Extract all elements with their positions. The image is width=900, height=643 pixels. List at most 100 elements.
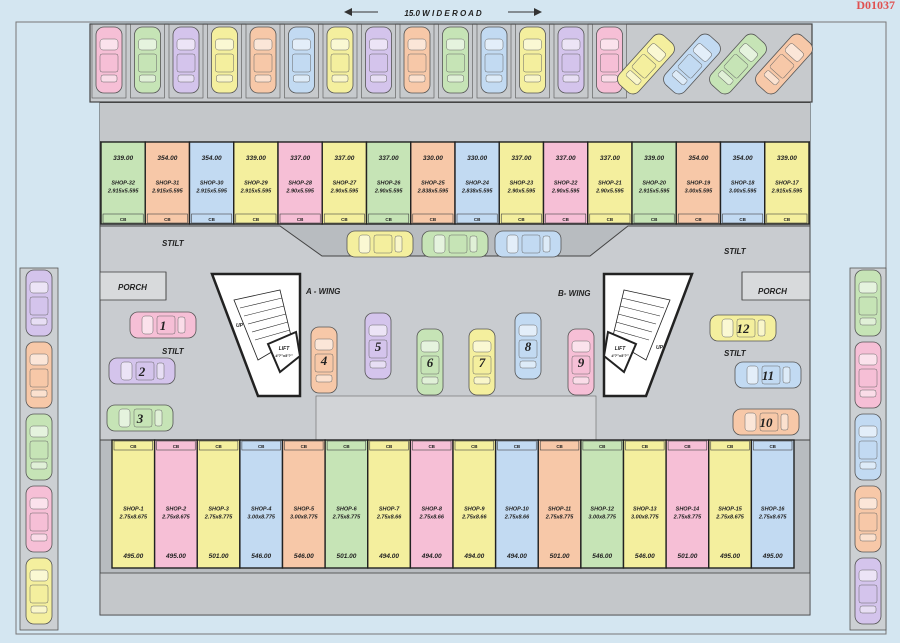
shop-dimensions: 2.75x8.675 xyxy=(161,514,190,520)
shop-cb-box xyxy=(456,213,498,224)
shop-cb-box xyxy=(412,440,452,451)
stilt-label-top-left: STILT xyxy=(162,239,185,248)
stilt-car-10-number: 10 xyxy=(760,415,774,430)
top-bay-slot xyxy=(553,23,589,99)
shop-block xyxy=(537,439,582,569)
top-parking-cars xyxy=(91,23,817,99)
top-bay-slot xyxy=(438,23,473,99)
porch-label-left: PORCH xyxy=(118,283,147,292)
b-wing-lift-size: 4'?"x5'?" xyxy=(610,353,628,358)
stilt-car-2-number: 2 xyxy=(138,364,146,379)
shop-area: 495.00 xyxy=(122,553,143,560)
top-bay-slot xyxy=(592,23,627,99)
shop-area: 354.00 xyxy=(202,155,222,162)
shop-dimensions: 2.90x5.595 xyxy=(595,189,624,195)
shop-area: 546.00 xyxy=(294,553,314,560)
shop-name: SHOP-5 xyxy=(294,506,315,512)
shop-dimensions: 2.75x8.66 xyxy=(418,514,444,520)
shop-name: SHOP-17 xyxy=(775,181,799,187)
right-side-car xyxy=(854,413,882,481)
shop-block xyxy=(454,141,500,225)
shop-name: SHOP-24 xyxy=(465,181,489,187)
shop-name: SHOP-28 xyxy=(288,181,312,187)
shop-name: SHOP-18 xyxy=(731,181,755,187)
left-side-car xyxy=(25,413,53,481)
shop-name: SHOP-16 xyxy=(761,506,785,512)
shop-area: 339.00 xyxy=(644,155,664,162)
stilt-car-5-number: 5 xyxy=(375,339,382,354)
stilt-car-4-number: 4 xyxy=(320,353,328,368)
shop-name: SHOP-7 xyxy=(379,506,400,512)
shop-cb-box xyxy=(198,440,239,451)
rear-drive xyxy=(99,572,811,616)
shop-cb-label: CB xyxy=(607,217,614,222)
shop-cb-label: CB xyxy=(471,444,478,449)
shop-name: SHOP-31 xyxy=(156,181,180,187)
shop-area: 494.00 xyxy=(463,553,484,560)
shop-cb-box xyxy=(284,440,324,451)
shop-name: SHOP-30 xyxy=(200,181,224,187)
shop-dimensions: 2.915x5.595 xyxy=(638,189,671,195)
shop-name: SHOP-4 xyxy=(251,506,271,512)
shop-name: SHOP-23 xyxy=(510,181,534,187)
left-side-car xyxy=(25,557,53,625)
top-bay-car xyxy=(519,26,546,94)
stilt-label-right: STILT xyxy=(724,349,747,358)
top-bay-slot xyxy=(399,23,435,99)
shop-area: 501.00 xyxy=(209,553,229,560)
shop-cb-label: CB xyxy=(215,444,222,449)
shop-name: SHOP-20 xyxy=(642,181,666,187)
top-bay-car xyxy=(172,26,200,94)
top-bay-slot xyxy=(476,23,512,99)
shop-block xyxy=(111,439,156,569)
shop-cb-label: CB xyxy=(164,217,171,222)
shop-area: 546.00 xyxy=(635,553,655,560)
shop-dimensions: 2.75x8.66 xyxy=(461,514,487,520)
shop-cb-box xyxy=(102,213,144,224)
shop-name: SHOP-19 xyxy=(687,181,711,187)
shop-cb-label: CB xyxy=(258,444,265,449)
shop-cb-label: CB xyxy=(727,444,734,449)
shop-cb-box xyxy=(710,440,750,451)
right-side-car xyxy=(854,557,882,625)
top-bay-car xyxy=(403,26,431,94)
b-wing-label: B- WING xyxy=(558,289,590,298)
shop-cb-label: CB xyxy=(301,444,308,449)
shop-cb-box xyxy=(113,440,153,451)
shop-dimensions: 2.915x5.595 xyxy=(107,189,140,195)
stilt-car-5: 5 xyxy=(364,312,392,380)
shop-dimensions: 2.915x5.595 xyxy=(771,189,804,195)
shop-cb-box xyxy=(235,213,277,224)
b-wing-core: LIFT 4'?"x5'?" UP xyxy=(602,272,694,398)
shop-dimensions: 3.00x8.775 xyxy=(588,514,616,520)
shop-cb-box xyxy=(625,440,665,451)
shop-cb-box xyxy=(589,213,631,224)
shop-cb-box xyxy=(279,213,321,224)
top-bay-car xyxy=(557,26,585,94)
shop-area: 495.00 xyxy=(719,553,740,560)
shop-block xyxy=(750,439,795,569)
shop-cb-box xyxy=(454,440,494,451)
shop-dimensions: 2.90x5.595 xyxy=(330,189,359,195)
shop-dimensions: 3.00x8.775 xyxy=(247,514,275,520)
shop-area: 501.00 xyxy=(677,553,697,560)
shop-area: 546.00 xyxy=(251,553,271,560)
top-bay-slot xyxy=(207,23,242,99)
left-side-car xyxy=(25,269,53,337)
shop-dimensions: 3.00x8.775 xyxy=(631,514,659,520)
shop-block xyxy=(719,141,766,225)
shop-dimensions: 2.75x8.675 xyxy=(758,514,787,520)
stilt-car-7: 7 xyxy=(468,328,496,396)
top-bay-car xyxy=(326,26,354,94)
shop-area: 494.00 xyxy=(506,553,527,560)
shop-block xyxy=(367,439,412,569)
shop-cb-box xyxy=(323,213,365,224)
left-porch xyxy=(99,271,167,301)
shop-name: SHOP-9 xyxy=(464,506,485,512)
